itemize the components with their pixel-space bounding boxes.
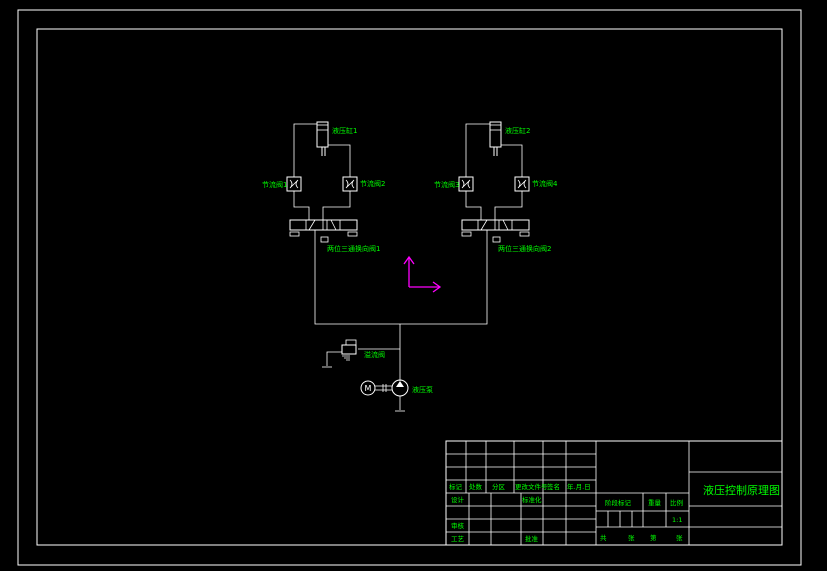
tb-change-doc: 更改文件号 xyxy=(515,482,548,491)
tb-count: 处数 xyxy=(469,482,483,491)
tb-sign: 签名 xyxy=(547,482,560,491)
throttle-4-label: 节流阀4 xyxy=(532,179,558,188)
tb-weight: 重量 xyxy=(648,499,662,507)
directional-valve-1 xyxy=(289,219,358,243)
tb-mark: 标记 xyxy=(449,482,463,491)
tb-sheets-word1: 张 xyxy=(628,533,635,542)
pipes-right xyxy=(465,123,523,220)
dirvalve-1-label: 两位三通换向阀1 xyxy=(327,244,380,253)
tb-process: 工艺 xyxy=(451,535,465,543)
tb-standardize: 标准化 xyxy=(522,495,542,504)
pipes-left xyxy=(293,123,351,220)
tb-zone: 分区 xyxy=(492,482,506,491)
cylinder-1-label: 液压缸1 xyxy=(332,126,357,135)
motor-symbol: M xyxy=(365,384,372,393)
tb-sheets-word2: 张 xyxy=(676,533,683,542)
outer-frame xyxy=(17,9,802,566)
throttle-valve-2 xyxy=(342,176,358,192)
tb-approve: 批准 xyxy=(525,534,539,543)
cylinder-2-label: 液压缸2 xyxy=(505,126,530,135)
tb-stage-mark: 阶段标记 xyxy=(605,498,632,507)
tb-reviewer: 审核 xyxy=(451,521,465,530)
cylinder-1 xyxy=(316,121,329,156)
tb-sheets-total: 共 xyxy=(600,533,607,542)
inner-frame xyxy=(36,28,783,546)
motor: M xyxy=(360,380,392,396)
pump xyxy=(391,379,409,412)
pump-label: 液压泵 xyxy=(412,385,433,394)
ucs-axis-icon xyxy=(403,255,442,293)
directional-valve-2 xyxy=(461,219,530,243)
throttle-valve-4 xyxy=(514,176,530,192)
throttle-valve-1 xyxy=(286,176,302,192)
title-block xyxy=(445,440,783,546)
throttle-2-label: 节流阀2 xyxy=(360,179,385,188)
tb-designer: 设计 xyxy=(451,495,465,504)
cylinder-2 xyxy=(489,121,502,156)
tb-date: 年.月.日 xyxy=(567,482,591,491)
relief-valve-label: 溢流阀 xyxy=(364,350,385,359)
throttle-valve-3 xyxy=(458,176,474,192)
throttle-1-label: 节流阀1 xyxy=(262,180,287,189)
tb-scale-value: 1:1 xyxy=(672,516,682,524)
tb-scale: 比例 xyxy=(670,498,683,507)
throttle-3-label: 节流阀3 xyxy=(434,180,459,189)
drawing-title: 液压控制原理图 xyxy=(703,483,780,497)
main-supply-lines xyxy=(314,230,488,381)
relief-valve xyxy=(322,339,357,368)
dirvalve-2-label: 两位三通换向阀2 xyxy=(498,244,551,253)
tb-sheets-no: 第 xyxy=(650,533,657,542)
